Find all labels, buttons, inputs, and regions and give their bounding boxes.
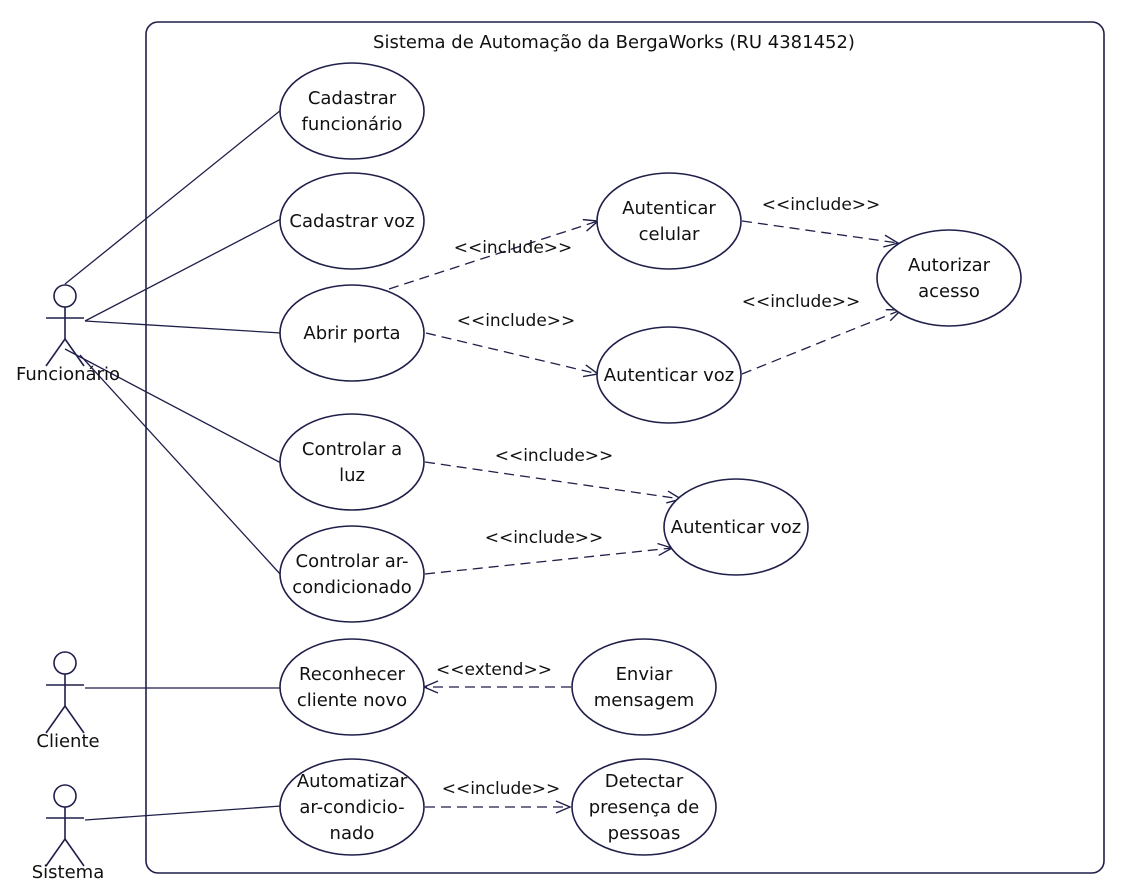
use-case-label: Detectar: [605, 771, 684, 792]
use-case-label: celular: [639, 224, 700, 245]
dependency-label: <<include>>: [442, 779, 561, 799]
actor-label: Funcionário: [16, 364, 120, 385]
use-case-ellipse[interactable]: [279, 525, 425, 623]
dependency-line: [425, 332, 599, 375]
dependency-label: <<include>>: [454, 238, 573, 258]
use-case-ellipse[interactable]: [279, 758, 425, 856]
association-sistema-automatizar-ar: [84, 805, 282, 821]
use-case-label: nado: [330, 823, 375, 844]
use-case-label: Autenticar: [622, 198, 716, 219]
use-case-ellipse[interactable]: [596, 172, 742, 270]
use-case-ellipse[interactable]: [596, 326, 742, 424]
use-case-ellipse[interactable]: [571, 758, 717, 856]
use-case-label: Cadastrar voz: [289, 211, 414, 232]
use-case-abrir-porta[interactable]: Abrir porta: [279, 284, 425, 382]
actor-label: Cliente: [36, 731, 99, 752]
use-case-label: acesso: [918, 281, 980, 302]
use-case-autorizar-acesso[interactable]: Autorizar acesso: [876, 229, 1022, 327]
use-case-label: Abrir porta: [303, 323, 400, 344]
actor-sistema[interactable]: Sistema: [32, 784, 105, 883]
use-case-autenticar-voz-1[interactable]: Autenticar voz: [596, 326, 742, 424]
use-case-label: Automatizar: [297, 771, 408, 792]
use-case-cadastrar-funcionario[interactable]: Cadastrar funcionário: [279, 62, 425, 160]
use-case-cadastrar-voz[interactable]: Cadastrar voz: [279, 172, 425, 270]
use-case-label: Controlar ar-: [296, 551, 409, 572]
stick-figure-icon: [45, 284, 85, 367]
use-case-label: luz: [339, 465, 365, 486]
dependency-label: <<include>>: [762, 195, 881, 215]
dependency-label: <<include>>: [742, 292, 861, 312]
dependency-line: [741, 220, 899, 244]
use-case-label: mensagem: [594, 690, 694, 711]
dependency-line: [388, 220, 599, 290]
use-case-label: ar-condicio-: [299, 797, 404, 818]
use-case-label: Reconhecer: [299, 664, 406, 685]
stick-figure-icon: [45, 651, 85, 734]
dependency-line: [424, 547, 673, 575]
use-case-controlar-ar[interactable]: Controlar ar-condicionado: [279, 525, 425, 623]
use-case-label: condicionado: [292, 577, 412, 598]
use-case-label: Controlar a: [302, 439, 402, 460]
association-funcionario-cadastrar-voz: [84, 218, 282, 322]
association-funcionario-controlar-ar: [79, 354, 282, 576]
use-case-label: Cadastrar: [308, 88, 397, 109]
use-case-controlar-luz[interactable]: Controlar a luz: [279, 413, 425, 511]
use-case-detectar-presenca[interactable]: Detectar presença de pessoas: [571, 758, 717, 856]
use-case-autenticar-celular[interactable]: Autenticar celular: [596, 172, 742, 270]
use-case-label: funcionário: [302, 114, 403, 135]
use-case-label: cliente novo: [297, 690, 407, 711]
use-case-ellipse[interactable]: [663, 478, 809, 576]
stick-figure-icon: [45, 784, 85, 867]
dependency-controlar-luz-to-autenticar-voz-2: <<include>>: [424, 446, 683, 504]
relationships: <<include>> <<include>> <<include>> <<inclu…: [64, 109, 903, 821]
use-case-ellipse[interactable]: [571, 638, 717, 736]
use-case-reconhecer-cliente[interactable]: Reconhecer cliente novo: [279, 638, 425, 736]
dependency-line: [741, 309, 902, 375]
use-case-label: pessoas: [608, 823, 681, 844]
dependency-label: <<include>>: [457, 311, 576, 331]
association-funcionario-abrir-porta: [84, 320, 282, 334]
dependency-line: [424, 461, 682, 500]
use-case-label: Enviar: [616, 664, 673, 685]
dependency-label: <<extend>>: [436, 660, 552, 680]
use-case-label: Autenticar voz: [604, 365, 734, 386]
dependency-autenticar-celular-to-autorizar-acesso: <<include>>: [741, 195, 900, 248]
association-funcionario-cadastrar-funcionario: [64, 109, 282, 285]
dependency-label: <<include>>: [485, 528, 604, 548]
use-case-ellipse[interactable]: [279, 638, 425, 736]
association-funcionario-controlar-luz: [64, 348, 282, 464]
use-case-ellipse[interactable]: [876, 229, 1022, 327]
use-case-automatizar-ar[interactable]: Automatizar ar-condicio-nado: [279, 758, 425, 856]
actor-funcionario[interactable]: Funcionário: [16, 284, 120, 385]
use-case-ellipse[interactable]: [279, 172, 425, 270]
use-case-autenticar-voz-2[interactable]: Autenticar voz: [663, 478, 809, 576]
actor-label: Sistema: [32, 862, 105, 883]
arrowhead-icon: [883, 234, 900, 248]
use-case-ellipse[interactable]: [279, 413, 425, 511]
system-title: Sistema de Automação da BergaWorks (RU 4…: [373, 32, 855, 53]
use-case-enviar-mensagem[interactable]: Enviar mensagem: [571, 638, 717, 736]
use-case-label: Autorizar: [908, 255, 991, 276]
dependency-label: <<include>>: [495, 446, 614, 466]
arrowhead-icon: [555, 800, 572, 814]
dependency-automatizar-ar-to-detectar-presenca: <<include>>: [425, 779, 572, 814]
use-case-label: Autenticar voz: [671, 517, 801, 538]
use-case-label: presença de: [589, 797, 700, 818]
use-case-ellipse[interactable]: [279, 284, 425, 382]
actor-cliente[interactable]: Cliente: [36, 651, 100, 752]
use-case-ellipse[interactable]: [279, 62, 425, 160]
